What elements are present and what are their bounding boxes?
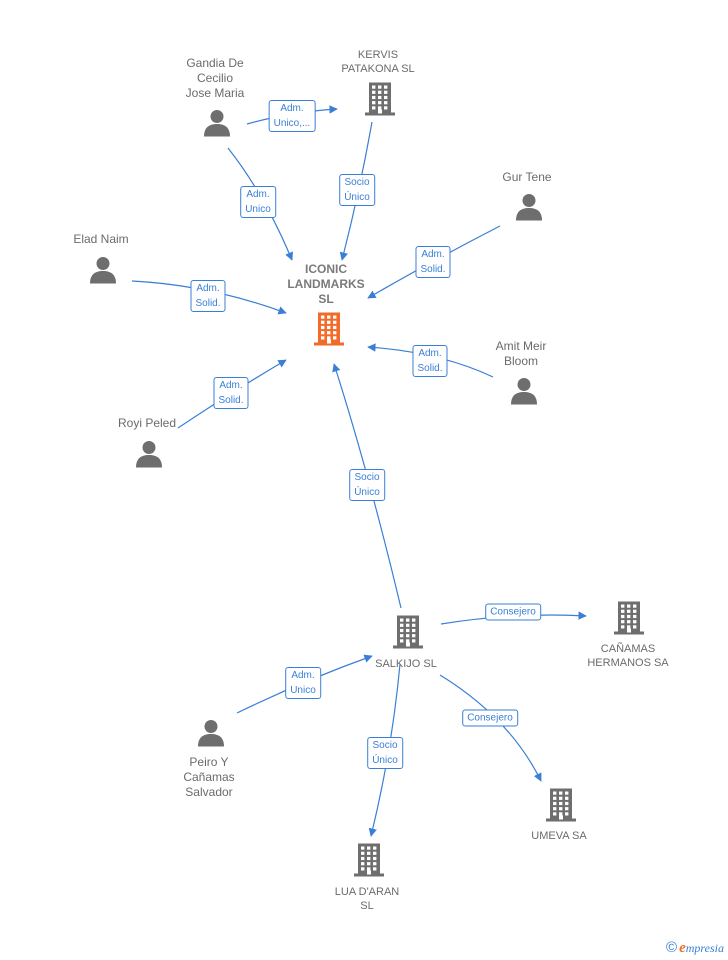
edge-label-gandia-to-iconic[interactable]: Adm. Unico [240, 186, 276, 218]
edge-label-salkijo-to-lua[interactable]: Socio Único [367, 737, 403, 769]
edge-salkijo-to-umeva [439, 674, 542, 782]
edge-label-amit-to-iconic[interactable]: Adm. Solid. [412, 345, 448, 377]
person-icon-elad[interactable] [88, 255, 118, 290]
person-icon-gandia[interactable] [202, 108, 232, 143]
edge-label-salkijo-to-umeva[interactable]: Consejero [462, 709, 518, 727]
node-label-amit[interactable]: Amit Meir Bloom [495, 339, 547, 368]
node-label-canamas[interactable]: CAÑAMAS HERMANOS SA [587, 643, 669, 669]
building-icon-kervis[interactable] [364, 81, 396, 122]
person-icon-amit[interactable] [509, 376, 539, 411]
node-label-umeva[interactable]: UMEVA SA [531, 830, 587, 842]
brand-name: mpresia [685, 941, 724, 955]
node-label-iconic[interactable]: ICONIC LANDMARKS SL [287, 262, 365, 306]
edge-label-gur-to-iconic[interactable]: Adm. Solid. [415, 246, 451, 278]
building-icon-umeva[interactable] [545, 787, 577, 828]
node-label-peiro[interactable]: Peiro Y Cañamas Salvador [183, 755, 235, 799]
edge-label-salkijo-to-canamas[interactable]: Consejero [485, 603, 541, 621]
building-icon-salkijo[interactable] [392, 614, 424, 655]
node-label-lua[interactable]: LUA D'ARAN SL [334, 886, 400, 912]
person-icon-peiro[interactable] [196, 718, 226, 753]
edge-label-peiro-to-salkijo[interactable]: Adm. Unico [285, 667, 321, 699]
copyright-symbol: © [666, 939, 678, 956]
edge-label-salkijo-to-iconic[interactable]: Socio Único [349, 469, 385, 501]
node-label-royi[interactable]: Royi Peled [117, 416, 177, 430]
node-label-gandia[interactable]: Gandia De Cecilio Jose Maria [185, 56, 245, 100]
edge-label-kervis-to-iconic[interactable]: Socio Único [339, 174, 375, 206]
edge-label-elad-to-iconic[interactable]: Adm. Solid. [190, 280, 226, 312]
person-icon-gur[interactable] [514, 192, 544, 227]
node-label-kervis[interactable]: KERVIS PATAKONA SL [341, 49, 415, 75]
building-icon-lua[interactable] [353, 842, 385, 883]
node-label-elad[interactable]: Elad Naim [73, 232, 129, 246]
empresia-brand[interactable]: ©empresia [666, 939, 724, 957]
edge-label-royi-to-iconic[interactable]: Adm. Solid. [213, 377, 249, 409]
person-icon-royi[interactable] [134, 439, 164, 474]
edge-label-gandia-to-kervis[interactable]: Adm. Unico,... [268, 100, 316, 132]
node-label-gur[interactable]: Gur Tene [502, 170, 552, 184]
building-icon-iconic[interactable] [313, 311, 345, 352]
node-label-salkijo[interactable]: SALKIJO SL [375, 658, 437, 670]
brand-logo-letter: e [679, 940, 686, 956]
building-icon-canamas[interactable] [613, 600, 645, 641]
